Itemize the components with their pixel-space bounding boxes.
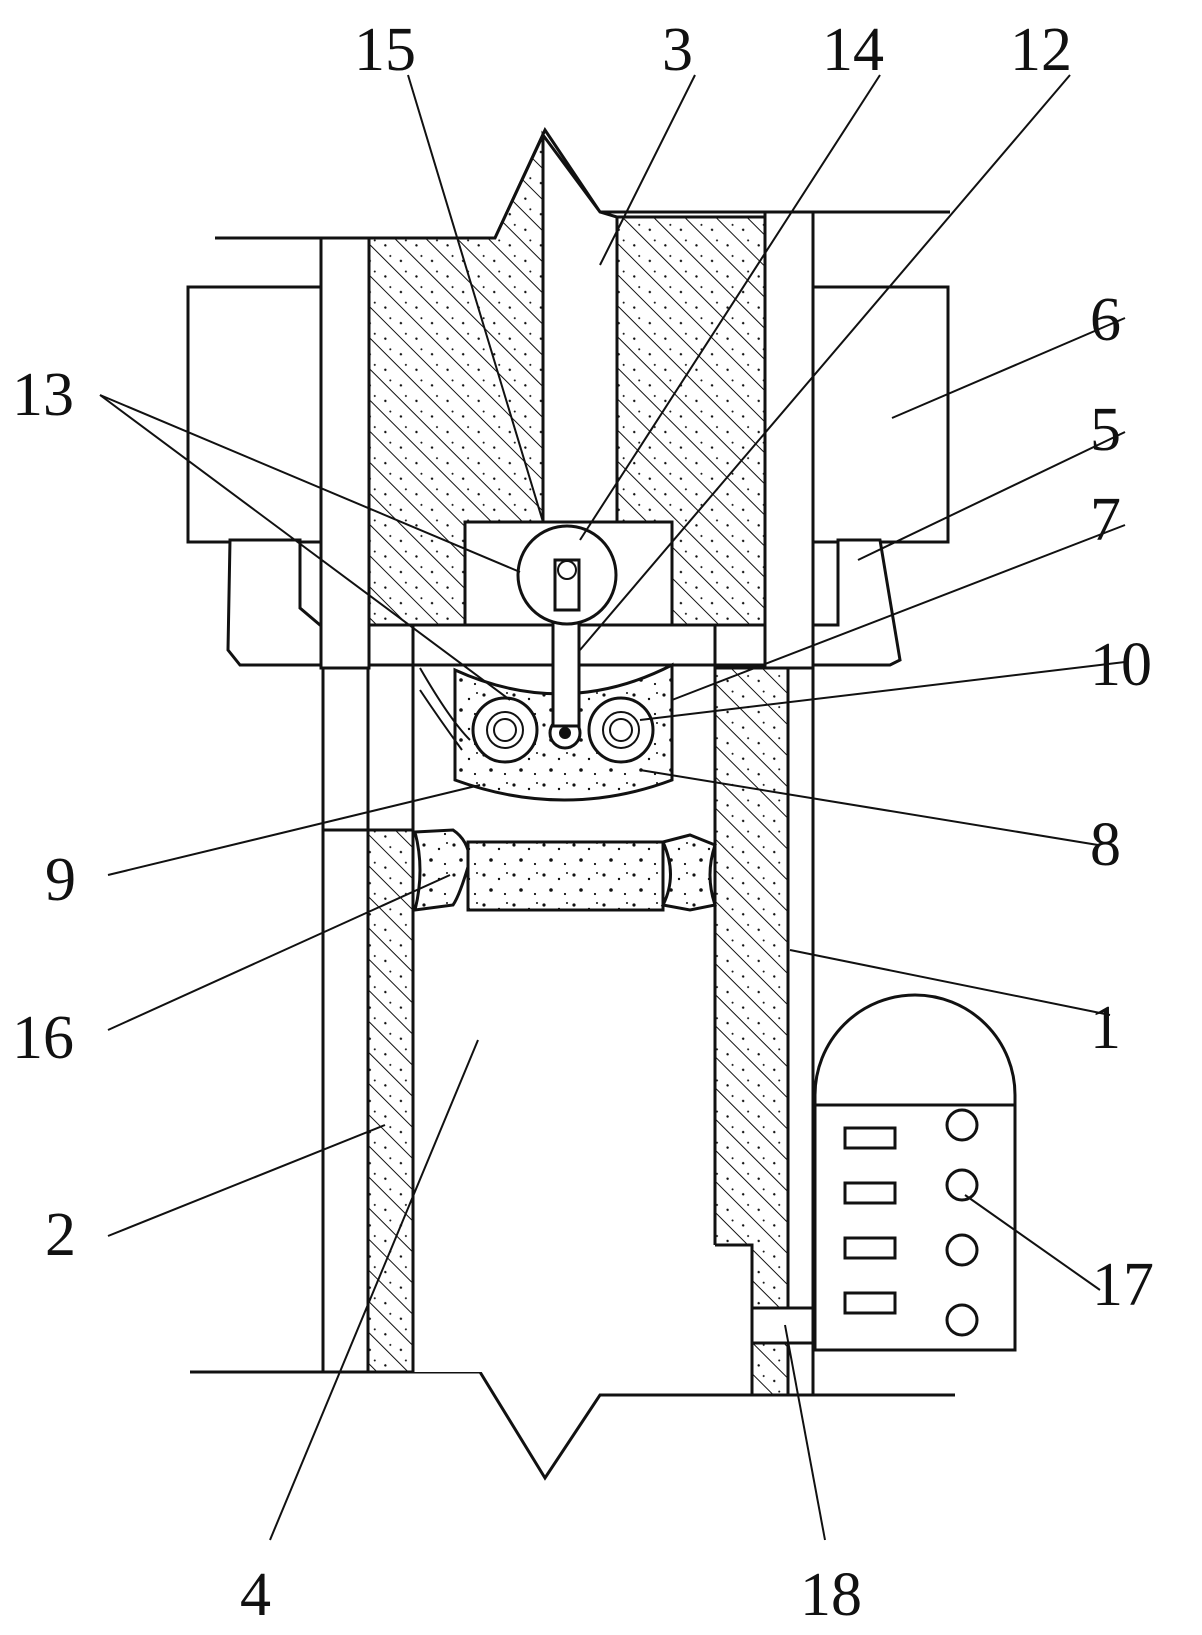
label-4: 4 [240, 1561, 271, 1629]
label-3: 3 [662, 16, 693, 84]
mount-housing [226, 538, 902, 667]
label-12: 12 [1010, 16, 1072, 84]
filter-plate-right [660, 833, 717, 912]
filter-plate [466, 840, 665, 912]
label-5: 5 [1090, 396, 1121, 464]
label-16: 16 [12, 1004, 74, 1072]
outer-wall-right [786, 666, 815, 1397]
upper-insulation-right [615, 215, 767, 627]
feed-channel [541, 130, 619, 524]
motor-ball [516, 524, 618, 626]
label-13: 13 [12, 361, 74, 429]
label-2: 2 [45, 1201, 76, 1269]
outer-wall-left-top [319, 236, 371, 670]
label-7: 7 [1090, 486, 1121, 554]
upper-insulation-left [367, 134, 545, 627]
outer-wall-left [321, 666, 370, 1374]
label-8: 8 [1090, 811, 1121, 879]
label-18: 18 [800, 1561, 862, 1629]
control-box [813, 993, 1017, 1352]
side-block-left [186, 285, 325, 544]
gear-left [471, 696, 539, 764]
label-15: 15 [354, 16, 416, 84]
outer-wall-right-top [763, 210, 815, 670]
label-10: 10 [1090, 631, 1152, 699]
outlet-valve [750, 1306, 815, 1345]
side-block-right [808, 285, 950, 544]
label-14: 14 [822, 16, 884, 84]
filter-plate-left [413, 828, 472, 912]
bottom-break-line [190, 1370, 955, 1481]
leader-lines [99, 74, 1126, 1541]
inner-wall-right [713, 666, 790, 1310]
label-17: 17 [1092, 1251, 1154, 1319]
label-6: 6 [1090, 286, 1121, 354]
label-1: 1 [1090, 994, 1121, 1062]
gear-right [587, 696, 655, 764]
label-9: 9 [45, 846, 76, 914]
